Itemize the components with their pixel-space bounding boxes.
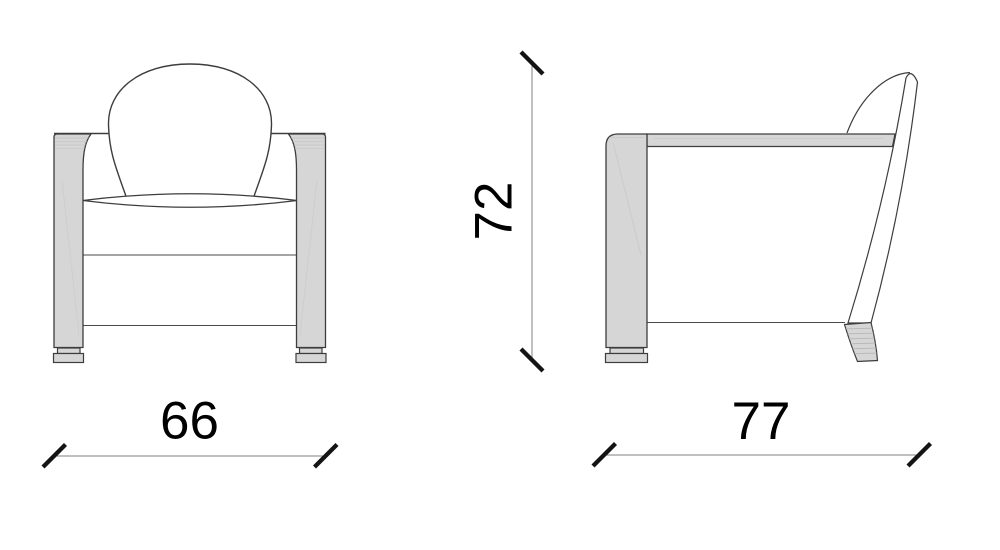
side-back-frame [847, 73, 919, 324]
side-armrest-bar [646, 133, 896, 148]
depth-dimension-tick-left [591, 441, 618, 468]
front-left-armrest-panel [53, 133, 93, 349]
width-dimension-tick-left [41, 442, 68, 469]
front-view [52, 63, 327, 364]
front-right-foot [295, 347, 327, 364]
depth-dimension-value: 77 [732, 392, 791, 451]
height-dimension-tick-top [519, 50, 545, 76]
side-view [604, 71, 919, 364]
width-dimension-tick-right [312, 442, 339, 469]
height-dimension-tick-bottom [519, 347, 545, 373]
seat-cushion [82, 193, 298, 208]
front-left-armrest-grain [55, 137, 91, 336]
front-right-armrest-panel [287, 133, 327, 349]
side-rear-foot-wedge [843, 321, 879, 363]
front-right-armrest-grain [288, 137, 324, 336]
front-right-armrest [287, 133, 327, 349]
width-dimension: 66 [41, 392, 339, 469]
back-cushion-outline [107, 63, 273, 200]
depth-dimension: 77 [591, 392, 933, 468]
depth-dimension-tick-right [906, 441, 933, 468]
height-dimension: 72 [465, 50, 545, 373]
back-cushion-fill [108, 64, 272, 199]
front-left-foot-ankle [56, 347, 81, 355]
side-back-cushion-curve [846, 71, 911, 134]
front-right-foot-block [295, 352, 327, 364]
side-front-leg [605, 133, 648, 349]
side-front-leg-post [605, 133, 648, 349]
side-rear-foot [843, 321, 879, 363]
front-left-foot-block [52, 352, 85, 364]
front-left-foot [52, 347, 85, 364]
side-front-foot-ankle [609, 347, 645, 355]
side-front-foot [604, 347, 649, 364]
side-front-foot-block [604, 352, 649, 364]
height-dimension-value: 72 [465, 182, 524, 241]
front-right-foot-ankle [298, 347, 323, 355]
front-left-armrest [53, 133, 93, 349]
side-front-leg-grain [609, 137, 644, 256]
width-dimension-value: 66 [160, 392, 219, 451]
back-cushion [107, 63, 273, 200]
